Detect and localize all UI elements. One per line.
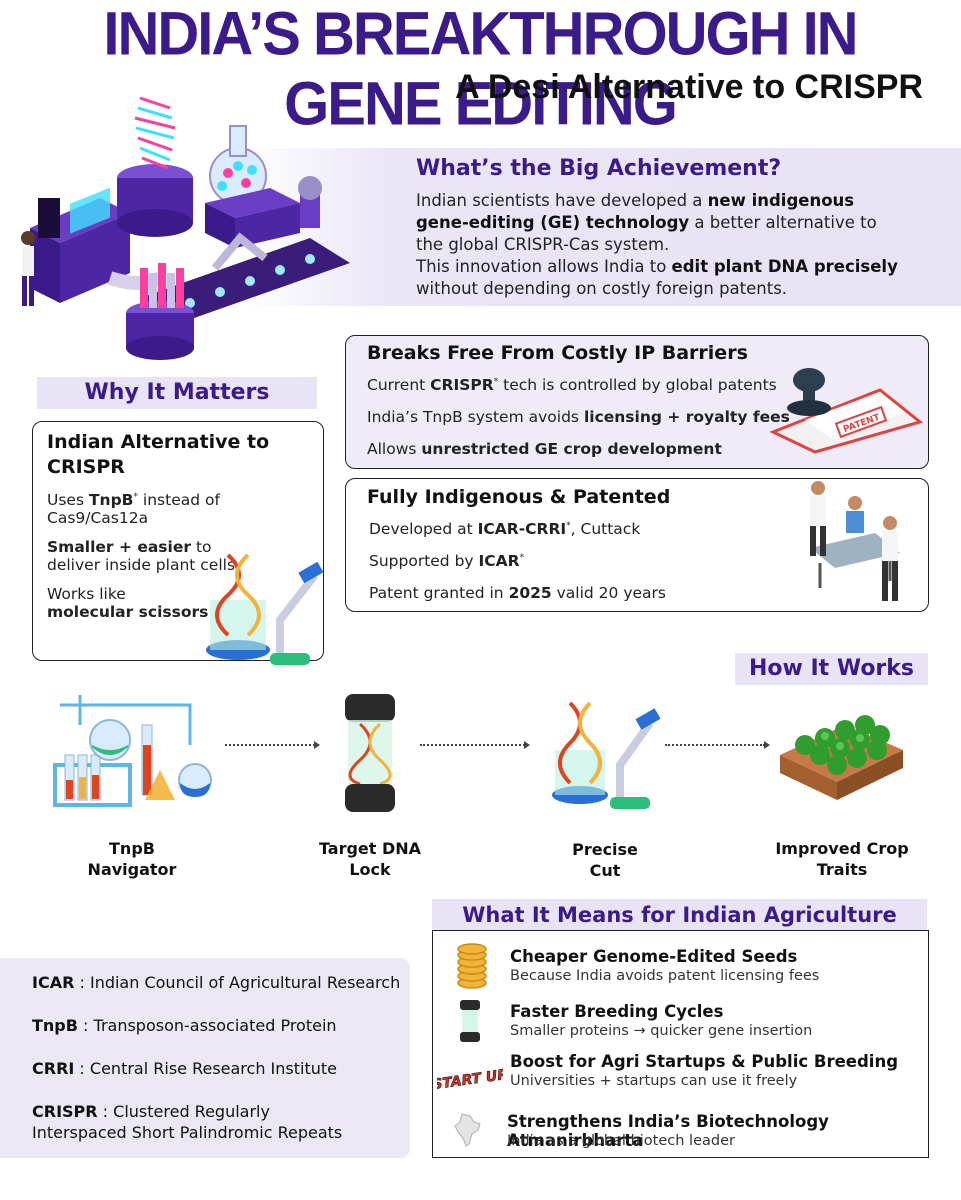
- why-tag: Why It Matters: [37, 377, 317, 409]
- ach-line4-text: This innovation allows India to: [416, 257, 672, 276]
- page-title: INDIA’S BREAKTHROUGH IN GENE EDITING: [103, 0, 858, 139]
- lab-glassware-icon: [53, 695, 212, 807]
- agri-item-2-desc: Smaller proteins → quicker gene insertio…: [510, 1023, 813, 1039]
- ach-line5: without depending on costly foreign pate…: [416, 279, 788, 298]
- glossary-item-icar: ICAR : Indian Council of Agricultural Re…: [32, 973, 401, 992]
- arrow-3: [665, 741, 770, 749]
- glossary-item-crri: CRRI : Central Rise Research Institute: [32, 1059, 337, 1078]
- glossary-panel: [0, 958, 410, 1158]
- startup-label: START UP: [437, 1067, 503, 1093]
- startup-badge-icon: START UP: [437, 1066, 503, 1093]
- ip-line-3: Allows unrestricted GE crop development: [367, 440, 722, 458]
- agri-item-1-title: Cheaper Genome-Edited Seeds: [510, 947, 798, 966]
- agri-tag: What It Means for Indian Agriculture: [432, 899, 927, 931]
- team-meeting-icon: [810, 481, 900, 601]
- capsule-icon: [460, 1000, 480, 1042]
- why-card: [32, 421, 324, 661]
- patent-stamp-icon: PATENT: [769, 368, 924, 454]
- lab-machine-illustration: [21, 96, 350, 360]
- arrow-1: [225, 741, 320, 749]
- agri-card: [432, 930, 929, 1158]
- dna-capsule-icon: [345, 694, 395, 812]
- ach-line2-bold: gene-editing (GE) technology: [416, 213, 690, 232]
- agri-item-3-desc: Universities + startups can use it freel…: [510, 1073, 798, 1089]
- agri-item-4-title: Strengthens India’s Biotechnology Atmani…: [507, 1112, 829, 1150]
- why-item-3: Works like molecular scissors: [47, 585, 209, 621]
- indigenous-line-2: Supported by ICAR*: [369, 552, 525, 570]
- ach-line3: the global CRISPR-Cas system.: [416, 235, 670, 254]
- why-card-title: Indian Alternative to CRISPR: [47, 431, 270, 478]
- indigenous-line-1: Developed at ICAR-CRRI*, Cuttack: [369, 520, 641, 538]
- agri-item-3-title: Boost for Agri Startups & Public Breedin…: [510, 1052, 899, 1071]
- ip-line-2: India’s TnpB system avoids licensing + r…: [367, 408, 790, 426]
- agri-item-4-desc: India as a global biotech leader: [507, 1133, 735, 1149]
- agri-item-2-title: Faster Breeding Cycles: [510, 1002, 724, 1021]
- agri-item-1-desc: Because India avoids patent licensing fe…: [510, 968, 820, 984]
- how-tag: How It Works: [735, 653, 928, 685]
- crop-tray-icon: [780, 715, 903, 800]
- ach-line4-bold: edit plant DNA precisely: [671, 257, 898, 276]
- ach-line1-text: Indian scientists have developed a: [416, 191, 708, 210]
- ip-line-1: Current CRISPR* tech is controlled by gl…: [367, 376, 777, 394]
- arrow-2: [420, 741, 530, 749]
- achievement-band: [240, 148, 961, 306]
- glossary-item-tnpb: TnpB : Transposon-associated Protein: [32, 1016, 337, 1035]
- ach-line1-bold: new indigenous: [707, 191, 855, 210]
- achievement-body: Indian scientists have developed a new i…: [416, 190, 936, 300]
- page-subtitle: A Desi Alternative to CRISPR: [455, 68, 923, 106]
- indigenous-line-3: Patent granted in 2025 valid 20 years: [369, 584, 666, 602]
- ip-title: Breaks Free From Costly IP Barriers: [367, 342, 748, 364]
- dna-scissors-icon: [206, 553, 324, 665]
- ach-line2-text: a better alternative to: [689, 213, 877, 232]
- why-item-1: Uses TnpB* instead of Cas9/Cas12a: [47, 491, 220, 528]
- indigenous-title: Fully Indigenous & Patented: [367, 486, 671, 508]
- why-item-2: Smaller + easier to deliver inside plant…: [47, 538, 236, 574]
- coin-stack-icon: [457, 943, 487, 989]
- achievement-title: What’s the Big Achievement?: [416, 156, 782, 181]
- india-map-icon: [454, 1113, 481, 1147]
- dna-cut-icon: [552, 701, 661, 809]
